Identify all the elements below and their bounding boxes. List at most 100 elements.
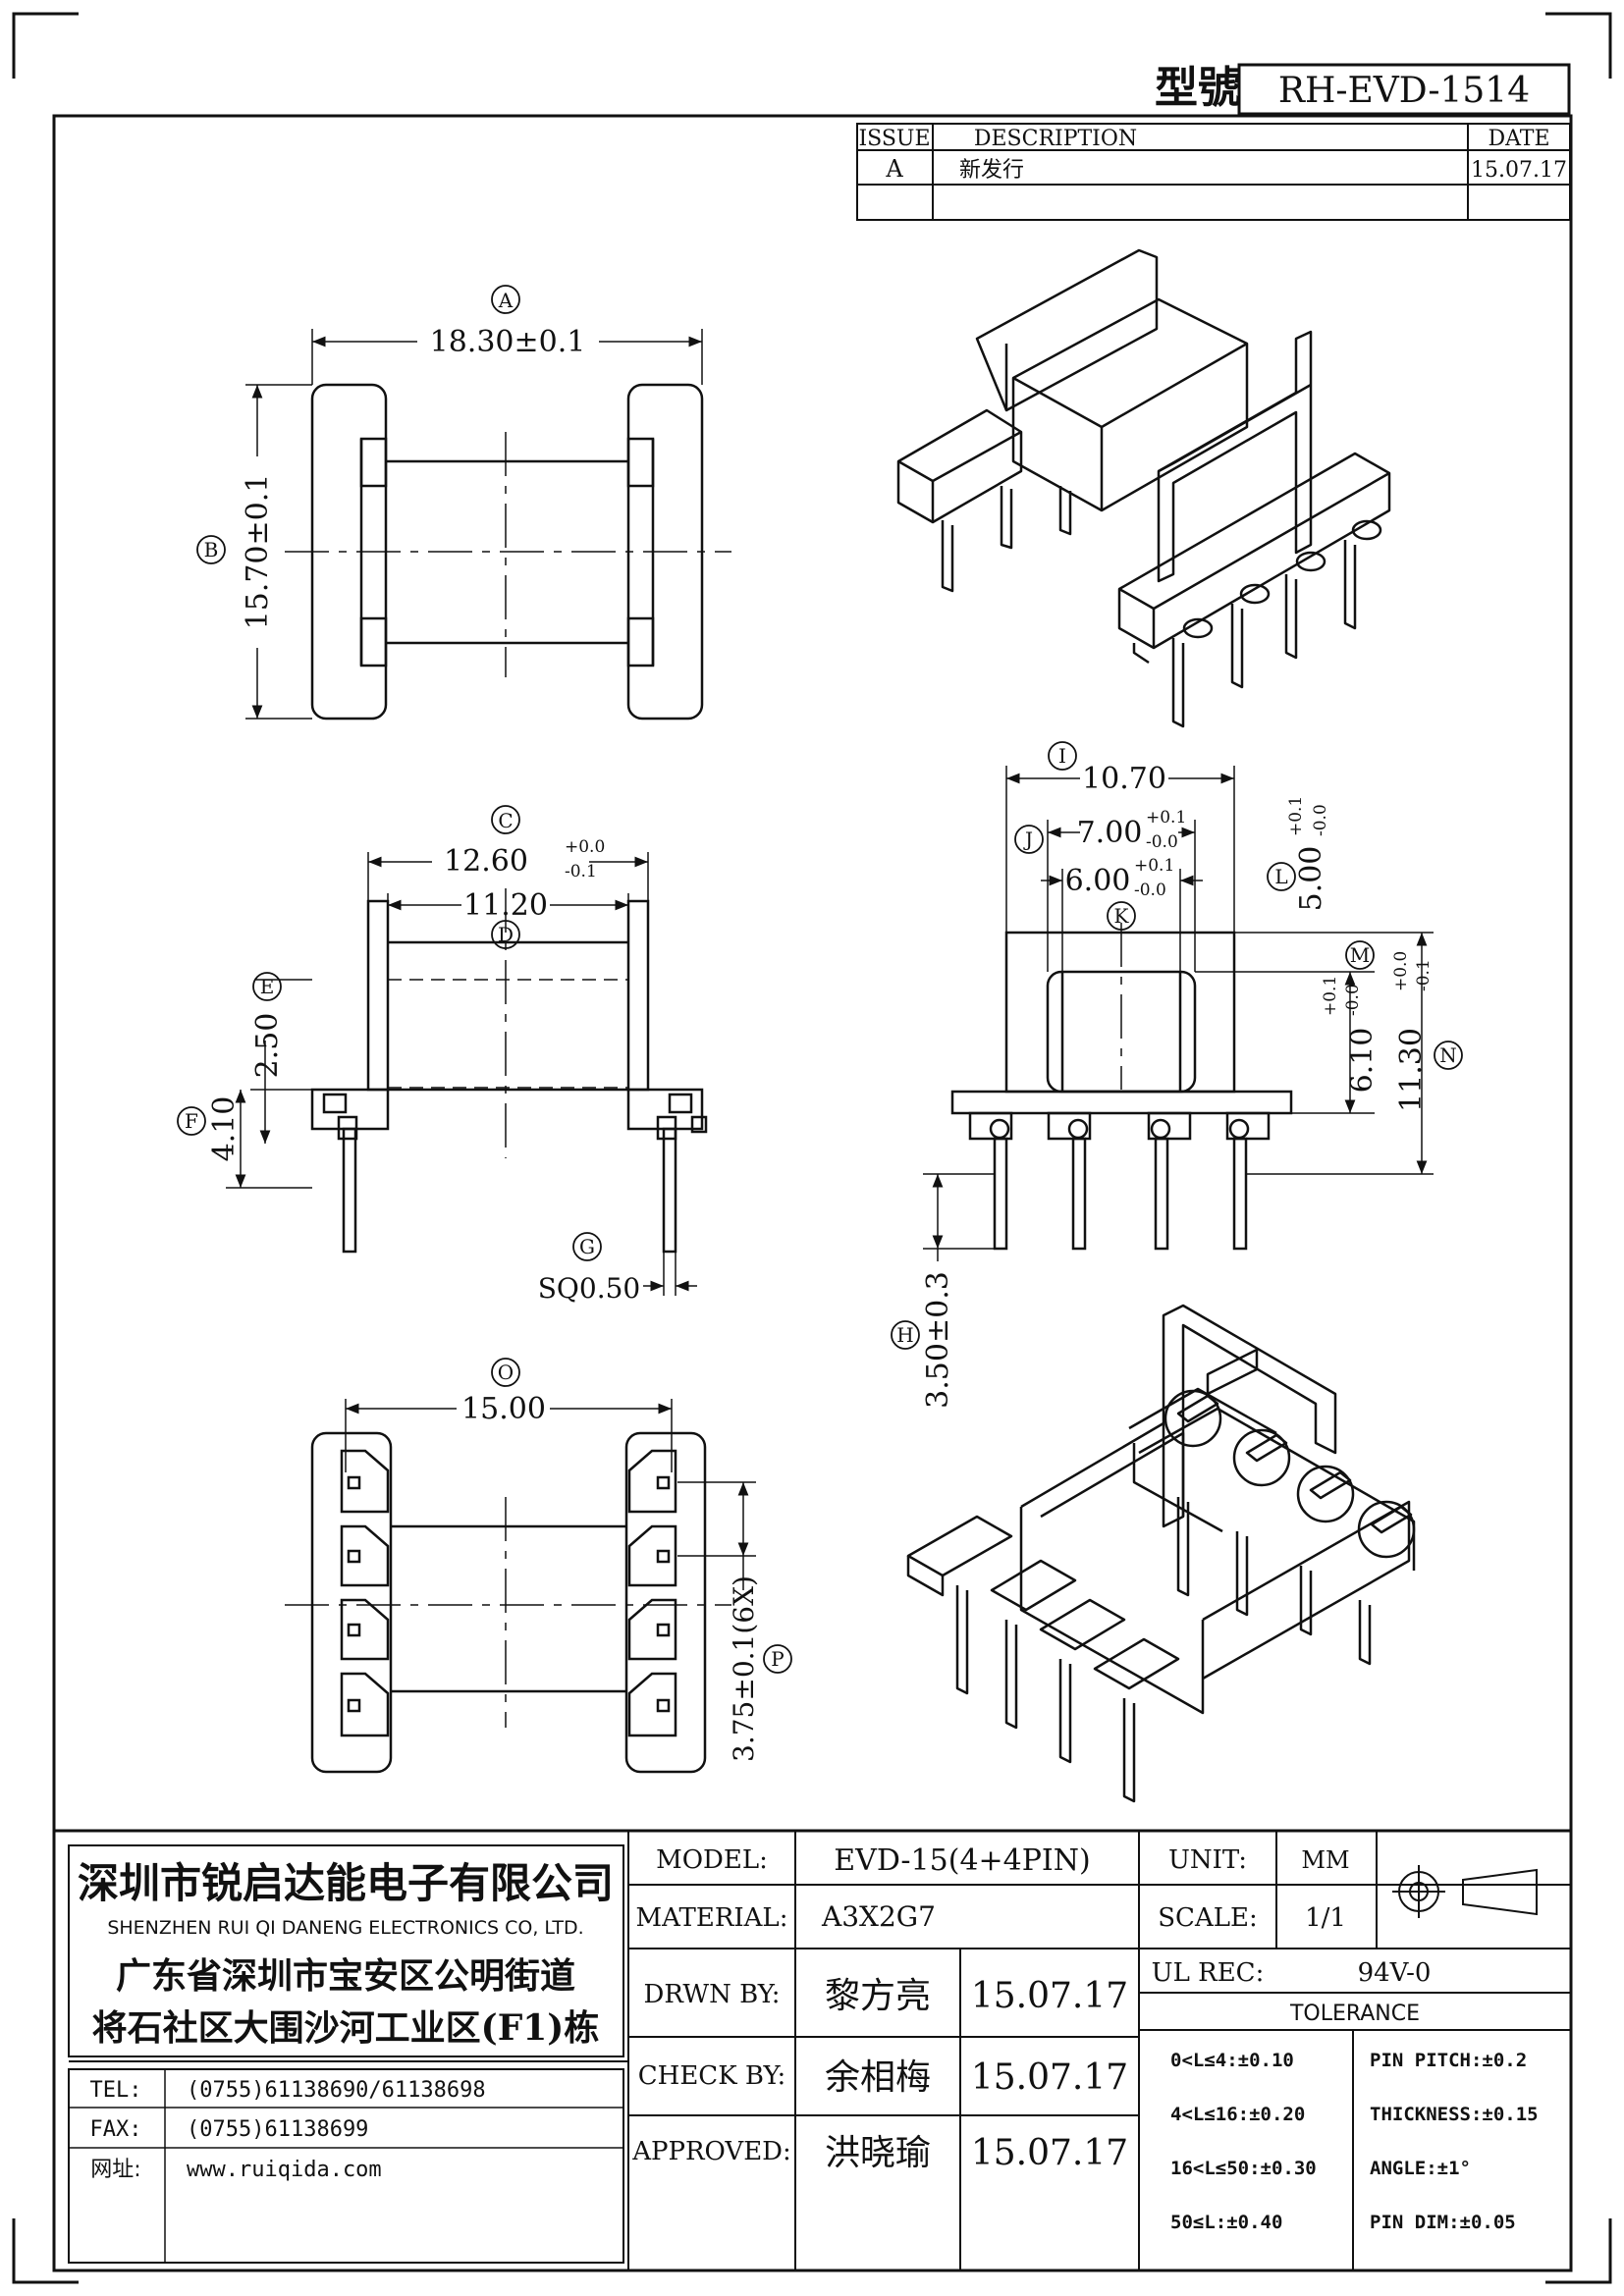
rev-col-issue: ISSUE [858,127,930,151]
dim-F-value: 4.10 [207,1096,242,1162]
dim-N: N 11.30 +0.0 -0.1 [1391,951,1463,1112]
tel-label: TEL: [90,2078,142,2103]
dim-J-value: 7.00 [1077,816,1143,850]
approved-date: 15.07.17 [971,2133,1128,2173]
dim-B: B 15.70±0.1 [196,474,275,630]
model-label: 型號 [1155,63,1241,113]
dim-L-tol-down: -0.0 [1311,804,1330,836]
rev-row-issue: A [885,155,903,183]
dim-N-tol-down: -0.1 [1414,959,1434,991]
dim-J-letter: J [1023,828,1033,851]
dim-H-letter: H [896,1323,913,1347]
title-block [52,1829,1573,2272]
dim-H-value: 3.50±0.3 [921,1271,955,1409]
scale-label: SCALE: [1158,1903,1258,1933]
dim-L-value: 5.00 [1294,846,1328,912]
approved-label: APPROVED: [631,2137,791,2166]
dim-K-letter: K [1114,904,1130,928]
tol-right-1: PIN PITCH:±0.2 [1370,2050,1527,2071]
ul-value: 94V-0 [1358,1958,1432,1988]
dim-A-letter: A [498,289,514,312]
dim-L-letter: L [1274,865,1287,888]
dim-O: O 15.00 [461,1358,546,1426]
dim-G-letter: G [579,1235,595,1258]
dim-I-value: 10.70 [1082,762,1166,796]
bottom-view [285,1399,756,1774]
dim-M-value: 6.10 [1345,1028,1380,1094]
dim-B-letter: B [204,538,219,561]
tol-right-2: THICKNESS:±0.15 [1370,2104,1539,2125]
rev-row-date: 15.07.17 [1471,158,1567,183]
company-address-line2: 将石社区大围沙河工业区(F1)栋 [92,2007,600,2049]
dim-M: M 6.10 +0.1 -0.0 [1321,940,1380,1094]
dim-D-value: 11.20 [463,888,548,923]
dim-D-letter: D [498,923,514,946]
tol-right-4: PIN DIM:±0.05 [1370,2212,1516,2233]
dim-P-letter: P [771,1647,784,1671]
dim-O-value: 15.00 [461,1392,546,1426]
dim-J: J 7.00 +0.1 -0.0 [1014,808,1186,854]
sheet-border [52,114,1573,2272]
model-field-label: MODEL: [656,1845,768,1875]
rev-row-description: 新发行 [959,158,1024,183]
dim-B-value: 15.70±0.1 [241,474,275,630]
tolerance-right: PIN PITCH:±0.2 THICKNESS:±0.15 ANGLE:±1°… [1370,2050,1539,2233]
dim-F: F 4.10 [177,1096,242,1162]
top-view [245,329,731,721]
dim-N-tol-up: +0.0 [1391,951,1411,991]
dim-K-tol-up: +0.1 [1134,856,1174,876]
approved-name: 洪晓瑜 [825,2133,931,2173]
drawn-by-name: 黎方亮 [825,1976,931,2016]
dim-M-tol-up: +0.1 [1321,976,1340,1016]
dim-C: C 12.60 +0.0 -0.1 [444,805,605,881]
company-address-line1: 广东省深圳市宝安区公明街道 [116,1955,575,1997]
model-field-value: EVD-15(4+4PIN) [834,1843,1091,1878]
tol-right-3: ANGLE:±1° [1370,2158,1471,2179]
material-value: A3X2G7 [821,1900,936,1933]
tol-left-4: 50≤L:±0.40 [1170,2212,1282,2233]
dim-M-tol-down: -0.0 [1343,984,1363,1016]
tol-left-1: 0<L≤4:±0.10 [1170,2050,1294,2071]
isometric-view-top [896,248,1391,728]
tol-left-3: 16<L≤50:±0.30 [1170,2158,1317,2179]
model-number: RH-EVD-1514 [1278,71,1530,111]
tolerance-title: TOLERANCE [1289,2002,1420,2026]
isometric-view-bottom [906,1304,1416,1803]
dim-H: H 3.50±0.3 [891,1271,955,1409]
tolerance-left: 0<L≤4:±0.10 4<L≤16:±0.20 16<L≤50:±0.30 5… [1170,2050,1317,2233]
dim-P: P 3.75±0.1(6X) [728,1575,792,1762]
dim-D: 11.20 D [463,888,548,949]
material-label: MATERIAL: [636,1903,788,1933]
dim-J-tol-up: +0.1 [1146,808,1186,828]
dim-K-value: 6.00 [1065,864,1131,898]
tol-left-2: 4<L≤16:±0.20 [1170,2104,1305,2125]
dim-P-value: 3.75±0.1(6X) [728,1575,760,1762]
dim-G-value: SQ0.50 [538,1272,640,1305]
dim-I-letter: I [1058,744,1066,768]
dim-C-letter: C [498,809,513,832]
dim-C-tol-down: -0.1 [565,862,597,881]
dim-A: A 18.30±0.1 [430,285,586,359]
dim-N-value: 11.30 [1394,1028,1429,1112]
front-view [226,852,708,1296]
fax-label: FAX: [90,2117,142,2142]
dim-O-letter: O [498,1361,514,1384]
company-name-cn: 深圳市锐启达能电子有限公司 [78,1859,614,1907]
dim-E-value: 2.50 [250,1013,285,1079]
dim-L-tol-up: +0.1 [1286,796,1306,836]
dim-K: 6.00 +0.1 -0.0 K [1065,856,1174,931]
tel-value: (0755)61138690/61138698 [187,2078,486,2103]
dim-I: I 10.70 [1048,741,1166,796]
fax-value: (0755)61138699 [187,2117,368,2142]
dim-J-tol-down: -0.0 [1146,832,1178,852]
dim-A-value: 18.30±0.1 [430,325,586,359]
unit-value: MM [1301,1846,1349,1874]
dim-E-letter: E [260,975,275,998]
dim-E: E 2.50 [250,972,285,1079]
web-label: 网址: [90,2158,140,2182]
dim-K-tol-down: -0.0 [1134,881,1166,900]
drawn-by-date: 15.07.17 [971,1976,1128,2016]
check-by-name: 余相梅 [825,2057,931,2098]
rev-col-description: DESCRIPTION [974,127,1137,151]
